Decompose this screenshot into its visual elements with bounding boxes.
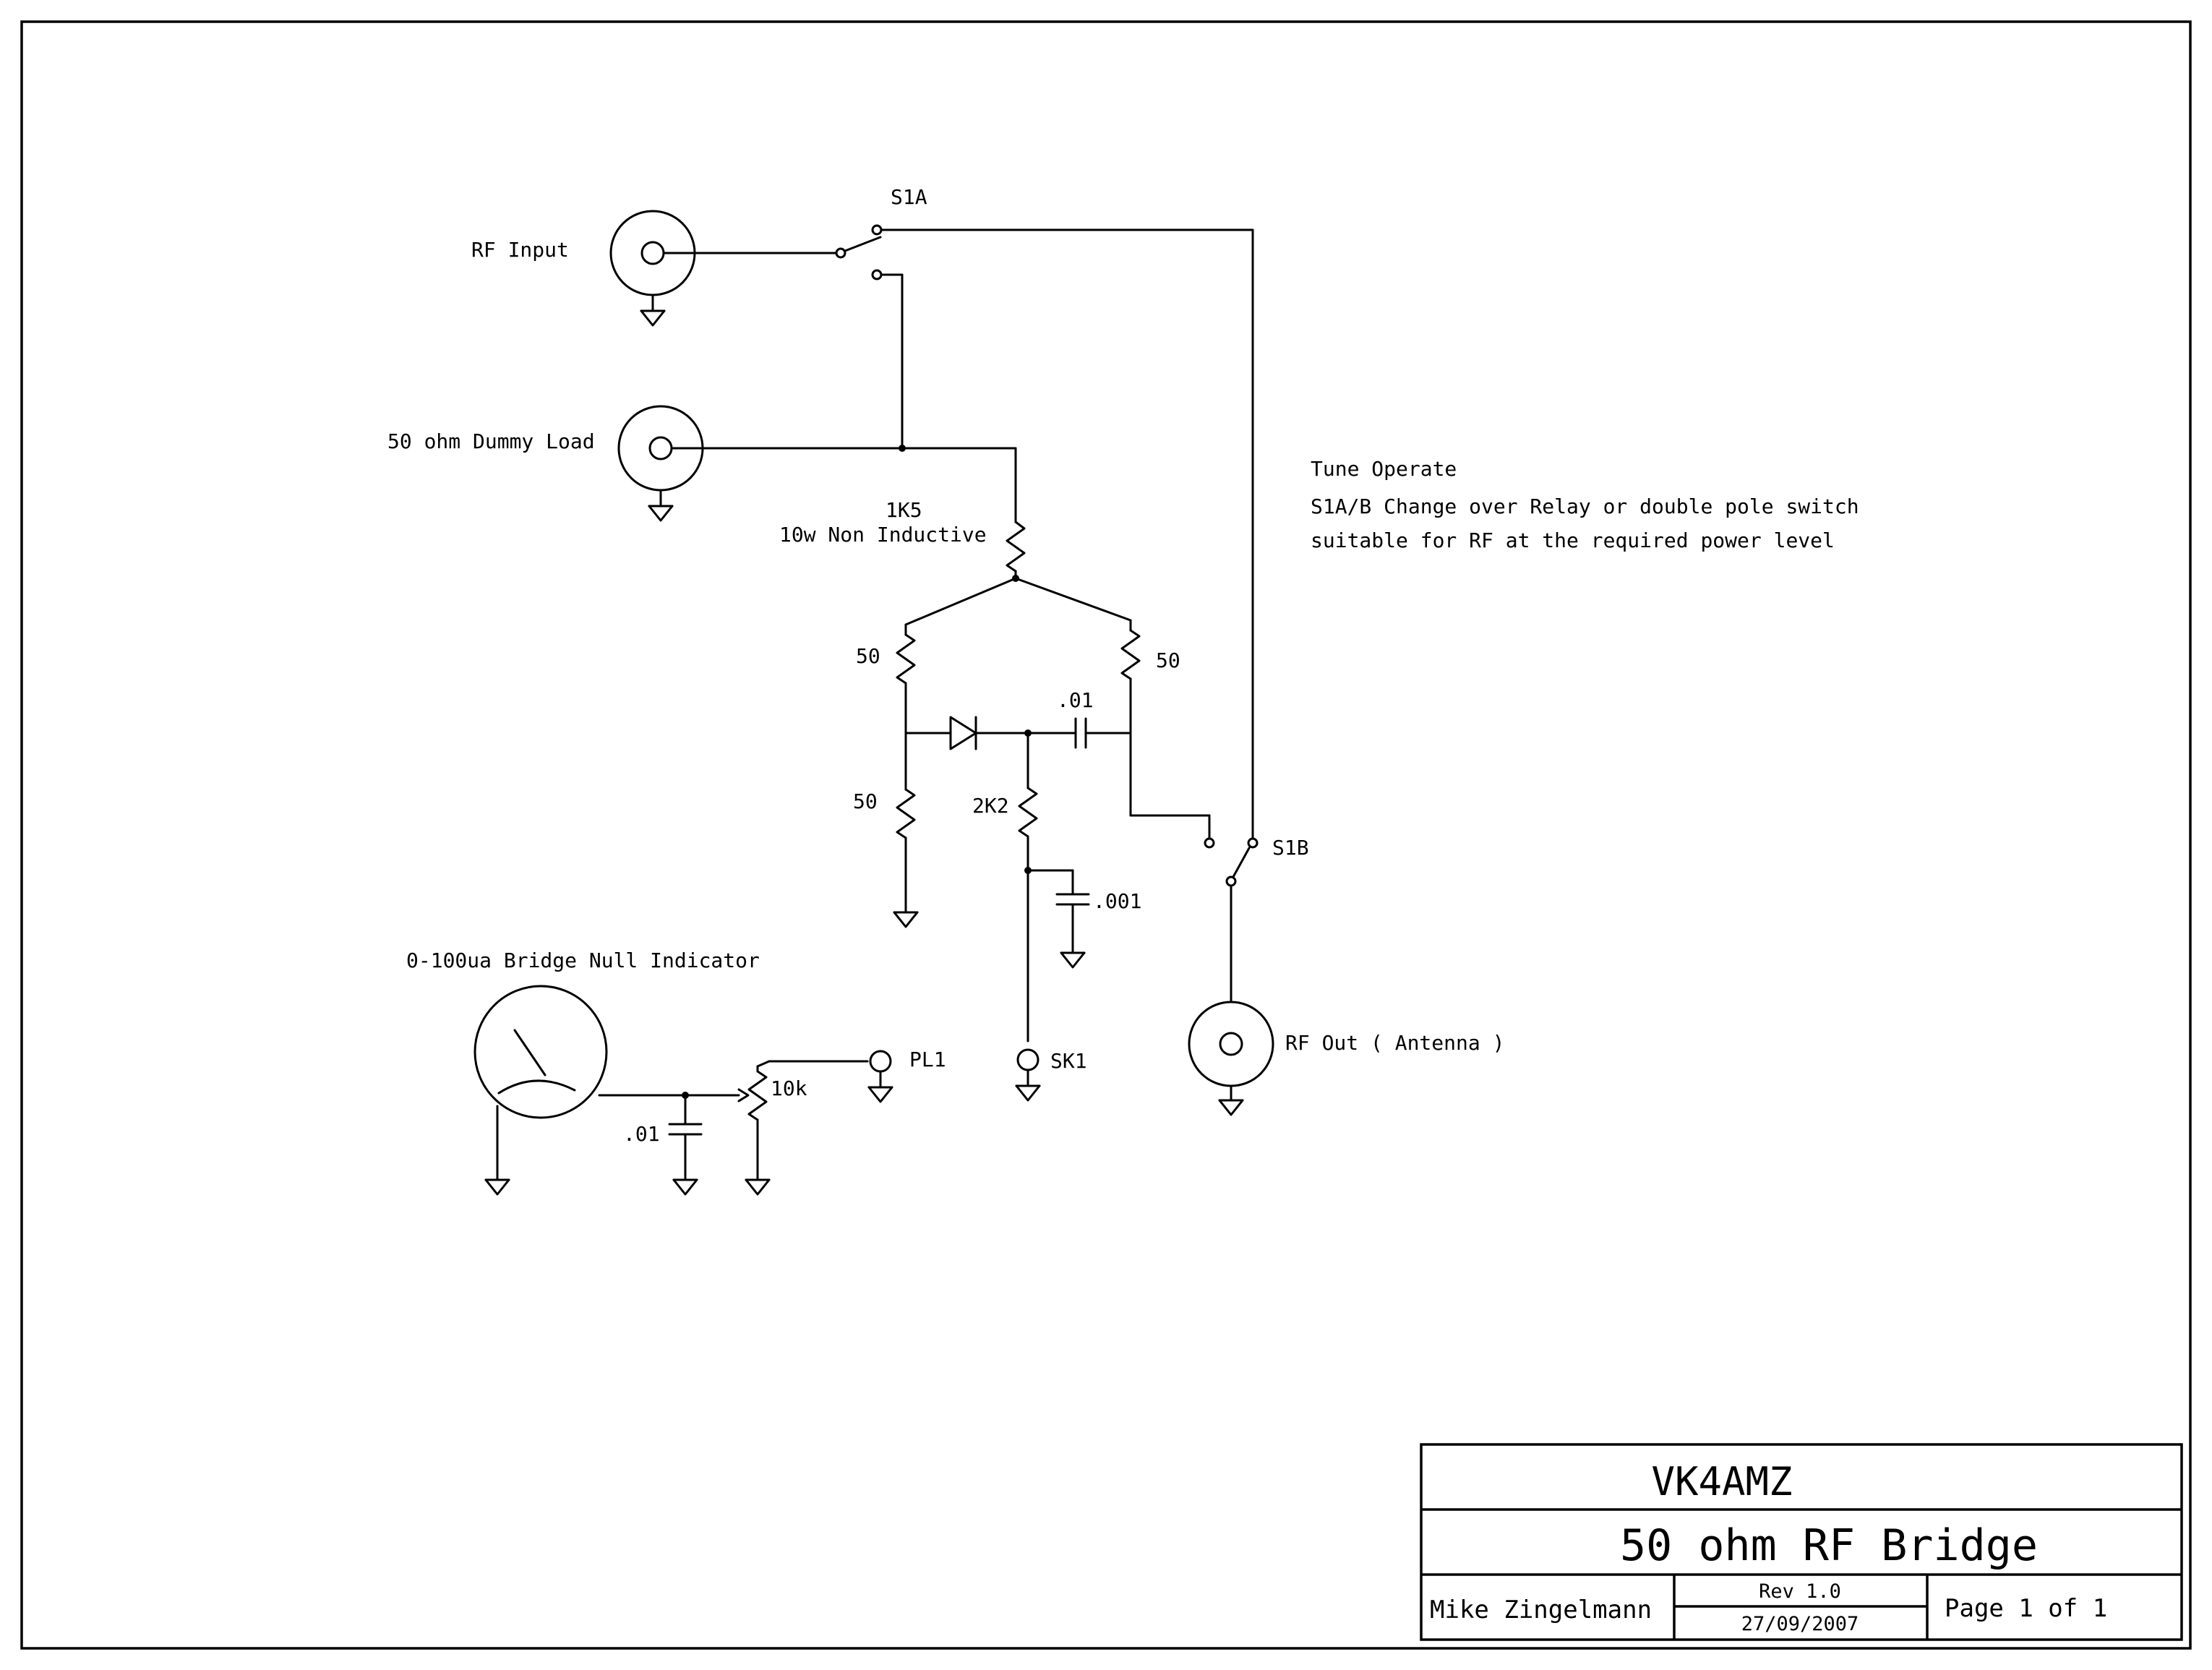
resistor-2k2 — [1018, 787, 1038, 838]
dummy-load-connector — [617, 405, 704, 506]
capacitor-meter — [668, 1123, 703, 1136]
title-block-date: 27/09/2007 — [1741, 1613, 1859, 1635]
ground-icon — [1015, 1084, 1041, 1102]
resistor-1k5 — [1006, 521, 1026, 573]
label-rf-input: RF Input — [471, 238, 569, 262]
label-pot: 10k — [771, 1076, 807, 1100]
ground-icon — [867, 1086, 893, 1103]
label-r-left-top: 50 — [856, 644, 880, 668]
note-line-1: Tune Operate — [1311, 457, 1457, 481]
capacitor-01 — [1074, 717, 1087, 749]
junction-dot — [899, 445, 906, 452]
label-s1b: S1B — [1272, 836, 1309, 860]
title-block-page: Page 1 of 1 — [1945, 1594, 2107, 1623]
title-block-revision: Rev 1.0 — [1759, 1580, 1841, 1603]
resistor-left-top — [896, 633, 916, 685]
label-r-right-top: 50 — [1156, 648, 1180, 672]
rf-input-connector — [609, 210, 696, 311]
switch-s1b — [1204, 837, 1259, 887]
label-2k2: 2K2 — [972, 794, 1009, 818]
title-block-title: 50 ohm RF Bridge — [1620, 1520, 2038, 1571]
ground-icon — [1060, 951, 1086, 969]
ground-icon — [640, 309, 666, 327]
resistor-right-top — [1120, 629, 1141, 680]
label-1k5-value: 1K5 — [886, 498, 922, 522]
label-rf-out: RF Out ( Antenna ) — [1285, 1031, 1504, 1055]
note-line-3: suitable for RF at the required power le… — [1311, 528, 1835, 552]
ground-icon — [648, 505, 674, 522]
sk1-socket — [1016, 1048, 1039, 1071]
resistor-left-bottom — [896, 788, 916, 839]
label-pl1: PL1 — [909, 1048, 946, 1071]
ground-icon — [672, 1178, 698, 1196]
potentiometer-10k — [747, 1070, 768, 1121]
ground-icon — [893, 911, 919, 928]
note-line-2: S1A/B Change over Relay or double pole s… — [1311, 494, 1859, 518]
label-cap-meter: .01 — [623, 1122, 660, 1146]
diode — [949, 716, 977, 750]
title-block-company: VK4AMZ — [1651, 1459, 1792, 1504]
ground-icon — [484, 1178, 510, 1196]
sheet-border — [20, 20, 2192, 1650]
ground-icon — [1218, 1099, 1244, 1116]
label-cap-top: .01 — [1057, 688, 1094, 712]
label-meter-title: 0-100ua Bridge Null Indicator — [406, 949, 760, 972]
title-block-author: Mike Zingelmann — [1430, 1596, 1652, 1624]
switch-s1a — [835, 224, 883, 281]
meter-icon — [473, 985, 608, 1119]
label-1k5-desc: 10w Non Inductive — [779, 523, 987, 547]
label-cap-001: .001 — [1093, 889, 1141, 913]
label-r-left-bottom: 50 — [853, 789, 878, 813]
ground-icon — [745, 1178, 771, 1196]
label-sk1: SK1 — [1050, 1049, 1087, 1073]
label-s1a: S1A — [891, 185, 927, 209]
title-block — [1420, 1443, 2183, 1641]
wiper-arrow — [737, 1088, 750, 1102]
label-dummy-load: 50 ohm Dummy Load — [387, 429, 595, 453]
rf-out-connector — [1188, 1001, 1274, 1100]
capacitor-001 — [1055, 893, 1090, 906]
pl1-plug — [869, 1050, 892, 1073]
